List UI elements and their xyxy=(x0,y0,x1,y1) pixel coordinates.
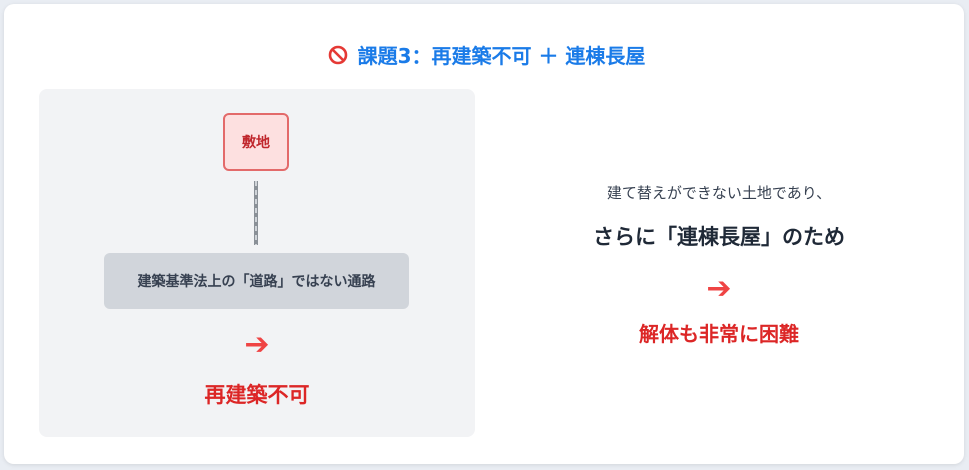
road-box: 建築基準法上の「道路」ではない通路 xyxy=(104,253,409,309)
arrow-right-icon: ➔ xyxy=(706,271,732,306)
left-result-text: 再建築不可 xyxy=(204,383,310,407)
slide-title: 課題3：再建築不可 ＋ 連棟長屋 xyxy=(4,40,969,69)
explanation-line-1: 建て替えができない土地であり、 xyxy=(606,184,832,202)
right-result-text: 解体も非常に困難 xyxy=(639,322,799,346)
site-box: 敷地 xyxy=(223,113,289,171)
slide-title-text: 課題3：再建築不可 ＋ 連棟長屋 xyxy=(357,44,646,68)
diagram-panel: 敷地 建築基準法上の「道路」ではない通路 ➔ 再建築不可 xyxy=(39,89,475,437)
prohibited-icon xyxy=(328,45,347,64)
slide-card: 課題3：再建築不可 ＋ 連棟長屋 敷地 建築基準法上の「道路」ではない通路 ➔ … xyxy=(4,4,964,464)
connector-line xyxy=(254,181,258,245)
explanation-line-2: さらに「連棟長屋」のため xyxy=(593,225,845,249)
arrow-right-icon: ➔ xyxy=(244,327,270,362)
